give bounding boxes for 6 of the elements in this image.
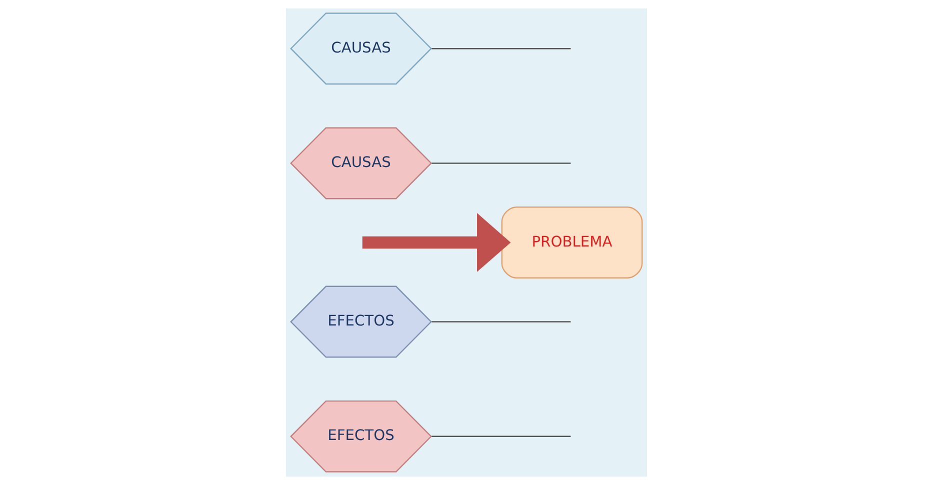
connector xyxy=(432,436,571,438)
node-box: PROBLEMA xyxy=(501,206,643,278)
connector xyxy=(432,162,571,164)
arrow xyxy=(362,213,511,272)
connector xyxy=(432,48,571,50)
connector xyxy=(432,321,571,322)
